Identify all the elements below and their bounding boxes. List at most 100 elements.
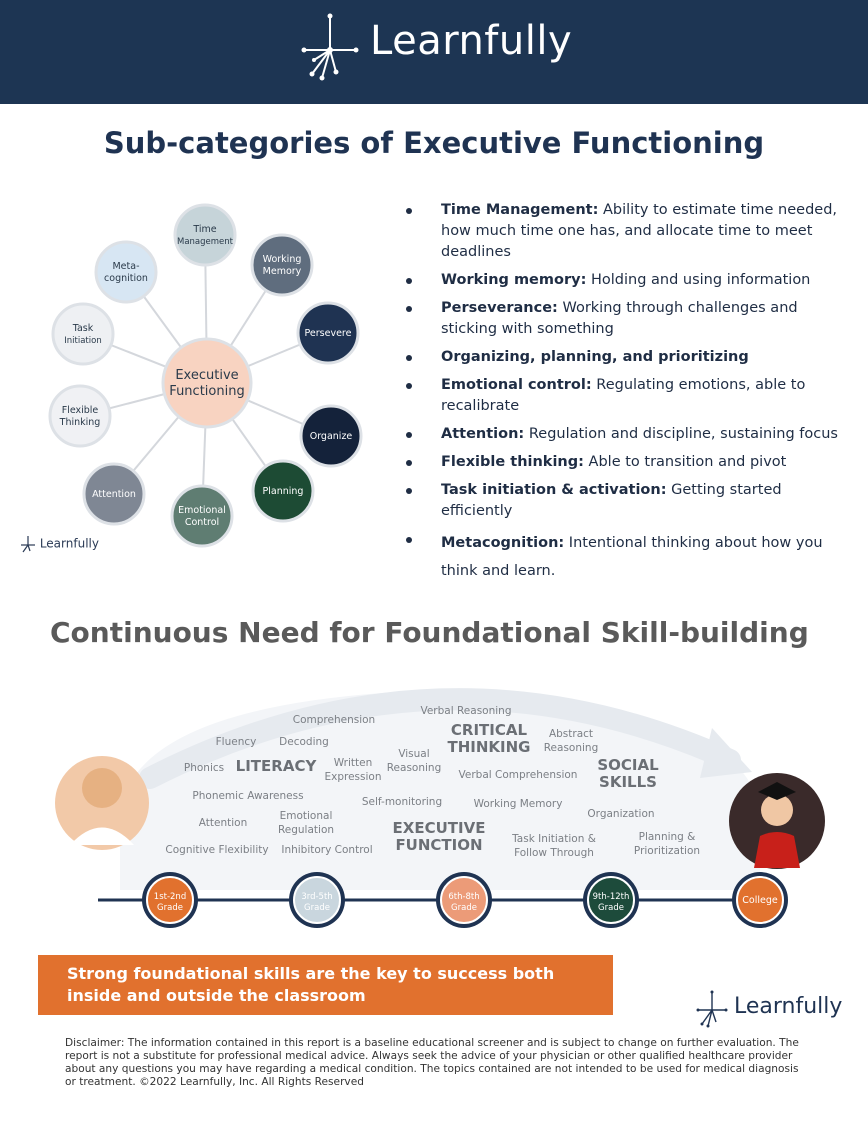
- grade-label: Grade: [598, 903, 624, 913]
- skill-label: Reasoning: [544, 742, 599, 754]
- skill-label: Reasoning: [387, 762, 442, 774]
- wheel-node-label: Management: [177, 237, 234, 247]
- skill-label: Expression: [325, 771, 382, 783]
- learnfully-footer-logo-icon: [696, 990, 728, 1028]
- wheel-node-organize: [299, 404, 363, 468]
- term: Metacognition:: [441, 535, 565, 551]
- definition: Intentional thinking about how you think…: [441, 535, 823, 579]
- definition: Ability to estimate time needed, how muc…: [441, 202, 838, 260]
- wheel-center: [161, 337, 253, 429]
- grade-label: Grade: [304, 903, 330, 913]
- list-item: Perseverance: Working through challenges…: [406, 298, 846, 340]
- skill-label: Written: [334, 757, 373, 769]
- wheel-node-label: Planning: [263, 486, 304, 497]
- wheel-node-label: Control: [185, 517, 219, 528]
- skill-label: FUNCTION: [395, 836, 482, 854]
- term: Emotional control:: [441, 377, 592, 393]
- learnfully-small-logo-icon: [21, 536, 35, 553]
- skill-label: Self-monitoring: [362, 796, 442, 808]
- skills-background: [120, 690, 760, 890]
- graduate-face: [761, 794, 793, 826]
- child-shirt: [70, 827, 134, 845]
- list-item: Task initiation & activation: Getting st…: [406, 480, 846, 522]
- footer-logo: Learnfully: [696, 990, 856, 1030]
- skill-label: Phonemic Awareness: [192, 790, 303, 802]
- wheel-node-label: Task: [72, 323, 94, 334]
- wheel-node-label: Meta-: [112, 261, 139, 272]
- wheel-node-flexible-thinking: [48, 384, 112, 448]
- wheel-node-emotional-control: [170, 484, 234, 548]
- wheel-node-label: Time: [192, 224, 216, 235]
- skill-label: Fluency: [216, 736, 257, 748]
- definition: Able to transition and pivot: [583, 454, 787, 470]
- skill-label: Phonics: [184, 762, 224, 774]
- skill-label: CRITICAL: [451, 721, 528, 739]
- skill-label: Abstract: [549, 728, 593, 740]
- skill-label: EXECUTIVE: [393, 819, 486, 837]
- wheel-node-label: Memory: [263, 266, 302, 277]
- list-item: Organizing, planning, and prioritizing: [406, 347, 846, 368]
- wheel-node-label: Organize: [310, 431, 353, 442]
- grade-label: 3rd-5th: [301, 892, 332, 902]
- wheel-node-label: Persevere: [305, 328, 352, 339]
- wheel-node-label: Attention: [92, 489, 136, 500]
- wheel-node-working-memory: [250, 233, 314, 297]
- grade-label: 9th-12th: [593, 892, 630, 902]
- wheel-logo-text: Learnfully: [39, 536, 99, 551]
- skill-label: Prioritization: [634, 845, 700, 857]
- skill-label: Inhibitory Control: [281, 844, 372, 856]
- disclaimer: Disclaimer: The information contained in…: [65, 1037, 799, 1088]
- skill-label: Visual: [398, 748, 429, 760]
- term: Task initiation & activation:: [441, 482, 667, 498]
- skill-label: Verbal Reasoning: [420, 705, 511, 717]
- skill-label: SKILLS: [599, 773, 657, 791]
- skill-label: Regulation: [278, 824, 334, 836]
- wheel-node-label: Thinking: [59, 417, 101, 428]
- header-bar: Learnfully: [0, 0, 868, 104]
- wheel-center-label: Executive: [175, 368, 238, 383]
- list-item: Attention: Regulation and discipline, su…: [406, 424, 846, 445]
- skill-label: Emotional: [280, 810, 333, 822]
- graduation-cap-icon: [758, 782, 796, 800]
- wheel-center-label: Functioning: [169, 384, 244, 399]
- definition: Getting started efficiently: [441, 482, 782, 519]
- section-title: Continuous Need for Foundational Skill-b…: [50, 616, 809, 649]
- list-item: Time Management: Ability to estimate tim…: [406, 200, 846, 263]
- skill-label: Task Initiation &: [511, 833, 596, 845]
- footer-brand-name: Learnfully: [734, 994, 843, 1019]
- wheel-node-label: cognition: [104, 273, 148, 284]
- arrow-head: [700, 728, 752, 778]
- wheel-node-label: Flexible: [62, 405, 99, 416]
- definition: Working through challenges and sticking …: [441, 300, 798, 337]
- wheel-node-task-initiation: [51, 302, 115, 366]
- grade-node: [440, 876, 488, 924]
- list-item: Flexible thinking: Able to transition an…: [406, 452, 846, 473]
- wheel-node-label: Emotional: [178, 505, 226, 516]
- grade-label: Grade: [451, 903, 477, 913]
- grade-node: [293, 876, 341, 924]
- skill-label: Organization: [587, 808, 654, 820]
- wheel-node-persevere: [296, 301, 360, 365]
- grade-label: College: [742, 895, 778, 906]
- wheel-node-time-management: [173, 203, 237, 267]
- grade-label: 1st-2nd: [154, 892, 186, 902]
- definition: Regulating emotions, able to recalibrate: [441, 377, 806, 414]
- skill-label: Attention: [199, 817, 247, 829]
- term: Attention:: [441, 426, 525, 442]
- skill-label: Comprehension: [293, 714, 375, 726]
- key-message-banner: Strong foundational skills are the key t…: [38, 955, 613, 1015]
- brand-name: Learnfully: [370, 18, 573, 64]
- wheel-node-label: Working: [263, 254, 302, 265]
- list-item: Working memory: Holding and using inform…: [406, 270, 846, 291]
- wheel-node-attention: [82, 462, 146, 526]
- grade-node: [736, 876, 784, 924]
- term: Flexible thinking:: [441, 454, 584, 470]
- skill-label: Planning &: [639, 831, 696, 843]
- skill-label: Follow Through: [514, 847, 594, 859]
- wheel-node-label: Initiation: [64, 336, 101, 346]
- term: Time Management:: [441, 202, 599, 218]
- wheel-node-planning: [251, 459, 315, 523]
- list-item: Emotional control: Regulating emotions, …: [406, 375, 846, 417]
